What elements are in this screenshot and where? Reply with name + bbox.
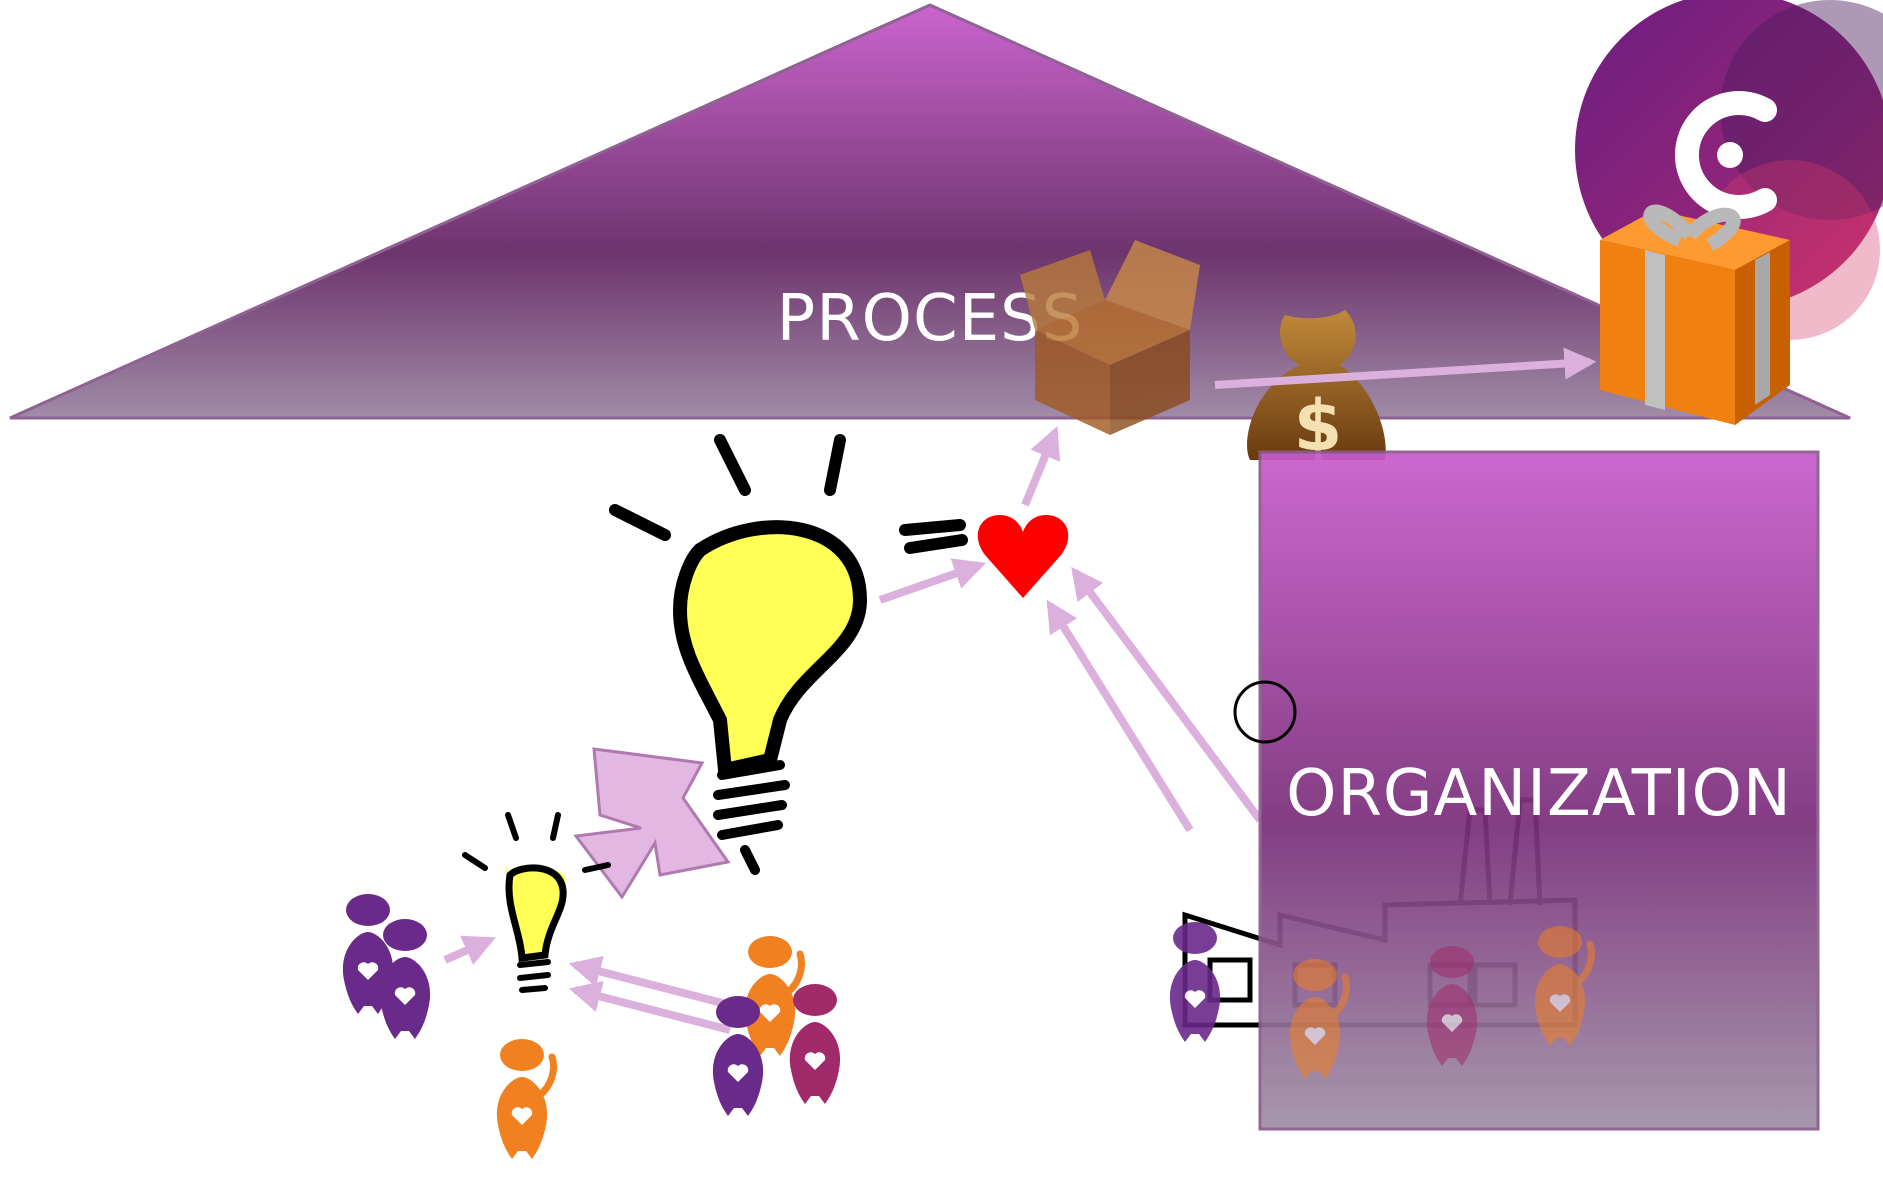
hidden-ornament: [1233, 680, 1297, 744]
factory-people: [1169, 922, 1221, 1042]
lightbulb-icon: [609, 434, 968, 875]
growth-arrow-icon: [573, 747, 731, 900]
lightbulb-small-icon: [462, 812, 611, 993]
gift-box-icon: [1600, 204, 1790, 425]
cardboard-box-icon: [1020, 240, 1200, 435]
flow-arrows: [443, 426, 1264, 1034]
organization-label: ORGANIZATION: [1286, 757, 1792, 831]
organization-panel: ORGANIZATION: [1258, 450, 1820, 1131]
heart-icon: [977, 515, 1069, 598]
process-triangle: PROCESS: [9, 3, 1851, 420]
person-icon: [342, 894, 841, 1159]
